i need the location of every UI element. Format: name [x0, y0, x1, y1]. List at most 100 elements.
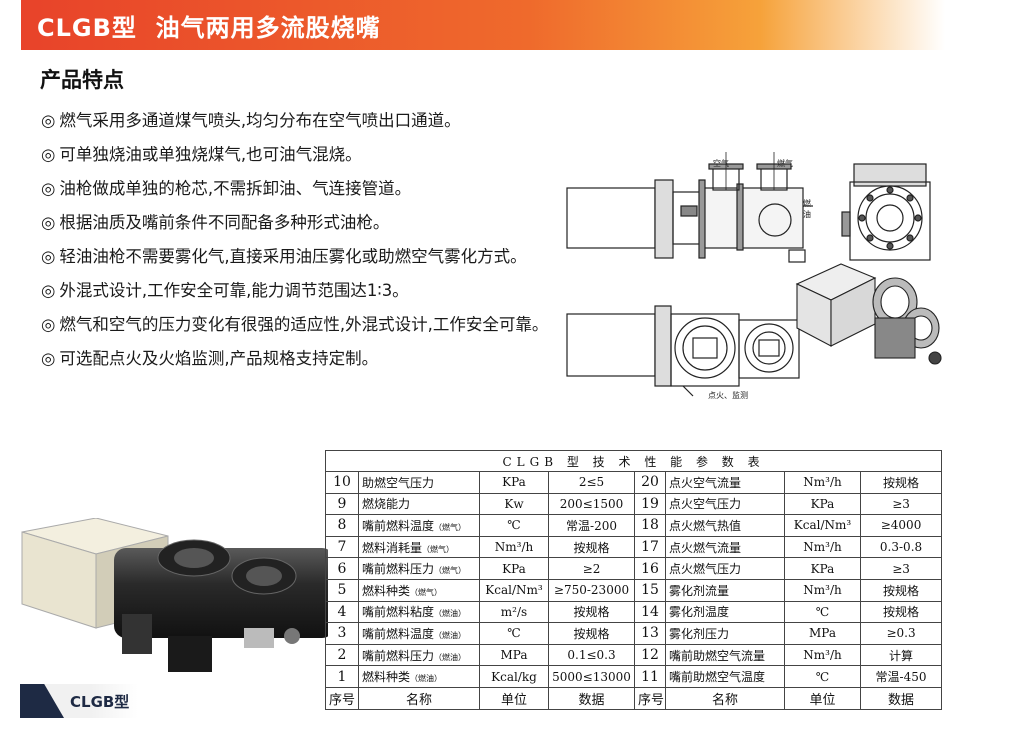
- param-name: 点火燃气热值: [665, 514, 785, 537]
- param-value: 2≤5: [548, 471, 635, 494]
- param-note: （燃油）: [434, 652, 467, 662]
- param-unit: KPa: [784, 557, 861, 580]
- header-data: 数据: [859, 686, 943, 710]
- param-value: ≥3: [859, 557, 943, 580]
- param-unit: KPa: [479, 471, 549, 494]
- param-name: 燃料消耗量（燃气）: [358, 535, 480, 559]
- feature-item: ◎燃气采用多通道煤气喷头,均匀分布在空气喷出口通道。: [41, 111, 461, 130]
- oil-label: 燃油: [803, 199, 811, 219]
- badge-corner-shape: [20, 684, 64, 718]
- param-unit: ℃: [784, 665, 861, 688]
- param-name: 嘴前燃料压力（燃气）: [358, 557, 480, 580]
- title-banner: CLGB型 油气两用多流股烧嘴: [21, 0, 945, 50]
- isometric-drawing: [795, 262, 945, 372]
- row-number: 17: [634, 535, 666, 559]
- param-name: 燃烧能力: [358, 492, 480, 516]
- row-number: 12: [634, 643, 666, 667]
- param-unit: Nm³/h: [784, 643, 861, 667]
- row-number: 1: [325, 665, 359, 688]
- param-name: 嘴前助燃空气温度: [665, 665, 785, 688]
- header-unit: 单位: [479, 686, 549, 710]
- param-unit: Nm³/h: [784, 471, 861, 494]
- param-name: 雾化剂压力: [665, 622, 785, 645]
- product-photo: [18, 517, 334, 682]
- param-unit: Kcal/kg: [479, 665, 549, 688]
- param-name: 嘴前燃料温度（燃油）: [358, 622, 480, 645]
- row-number: 7: [325, 535, 359, 559]
- bullet-icon: ◎: [41, 247, 56, 266]
- row-number: 14: [634, 600, 666, 624]
- param-name: 燃料种类（燃气）: [358, 578, 480, 602]
- param-value: 200≤1500: [548, 492, 635, 516]
- feature-item: ◎可选配点火及火焰监测,产品规格支持定制。: [41, 349, 379, 368]
- param-value: ≥3: [859, 492, 943, 516]
- row-number: 8: [325, 514, 359, 537]
- param-unit: Kcal/Nm³: [479, 578, 549, 602]
- table-caption: CLGB 型 技 术 性 能 参 数 表: [324, 450, 943, 472]
- model-badge-label: CLGB型: [70, 693, 130, 711]
- air-label: 空气: [713, 159, 729, 168]
- param-unit: Nm³/h: [479, 535, 549, 559]
- param-value: 按规格: [548, 622, 635, 645]
- param-name: 助燃空气压力: [358, 471, 480, 494]
- param-note: （燃油）: [410, 674, 443, 684]
- param-value: 常温-450: [859, 665, 943, 688]
- param-note: （燃油）: [434, 609, 467, 619]
- param-name: 点火空气压力: [665, 492, 785, 516]
- feature-item: ◎油枪做成单独的枪芯,不需拆卸油、气连接管道。: [41, 179, 412, 198]
- param-unit: MPa: [784, 622, 861, 645]
- param-note: （燃气）: [410, 587, 443, 597]
- bullet-icon: ◎: [41, 315, 56, 334]
- row-number: 5: [325, 578, 359, 602]
- param-note: （燃气）: [434, 522, 467, 532]
- gas-label: 燃气: [777, 159, 793, 168]
- param-value: 0.1≤0.3: [548, 643, 635, 667]
- table-header-row: 序号名称单位数据序号名称单位数据: [325, 686, 943, 710]
- section-title: 产品特点: [40, 68, 124, 92]
- param-unit: Nm³/h: [784, 535, 861, 559]
- header-name: 名称: [358, 686, 480, 710]
- param-name: 点火燃气流量: [665, 535, 785, 559]
- feature-item: ◎轻油油枪不需要雾化气,直接采用油压雾化或助燃空气雾化方式。: [41, 247, 527, 266]
- row-number: 3: [325, 622, 359, 645]
- param-name: 嘴前助燃空气流量: [665, 643, 785, 667]
- param-name: 嘴前燃料粘度（燃油）: [358, 600, 480, 624]
- param-value: 常温-200: [548, 514, 635, 537]
- feature-item: ◎外混式设计,工作安全可靠,能力调节范围达1∶3。: [41, 281, 409, 300]
- row-number: 13: [634, 622, 666, 645]
- param-value: ≥0.3: [859, 622, 943, 645]
- param-unit: Nm³/h: [784, 578, 861, 602]
- param-value: ≥750-23000: [548, 578, 635, 602]
- feature-item: ◎燃气和空气的压力变化有很强的适应性,外混式设计,工作安全可靠。: [41, 315, 549, 334]
- row-number: 20: [634, 471, 666, 494]
- table-caption-row: CLGB 型 技 术 性 能 参 数 表: [324, 450, 943, 472]
- param-unit: Kw: [479, 492, 549, 516]
- row-number: 19: [634, 492, 666, 516]
- model-badge: CLGB型: [20, 684, 138, 718]
- param-name: 点火燃气压力: [665, 557, 785, 580]
- ignition-label: 点火、监测: [708, 391, 748, 400]
- param-unit: KPa: [784, 492, 861, 516]
- header-no: 序号: [325, 686, 359, 710]
- param-value: 0.3-0.8: [859, 535, 943, 559]
- row-number: 4: [325, 600, 359, 624]
- row-number: 15: [634, 578, 666, 602]
- param-value: 按规格: [859, 578, 943, 602]
- param-unit: ℃: [784, 600, 861, 624]
- side-view-drawing: 空气 燃气 燃油: [563, 150, 813, 270]
- row-number: 10: [325, 471, 359, 494]
- param-unit: MPa: [479, 643, 549, 667]
- param-unit: m²/s: [479, 600, 549, 624]
- feature-item: ◎可单独烧油或单独烧煤气,也可油气混烧。: [41, 145, 362, 164]
- burner-ignition-view-icon: [566, 305, 800, 397]
- bullet-icon: ◎: [41, 349, 56, 368]
- bullet-icon: ◎: [41, 145, 56, 164]
- feature-list: ◎燃气采用多通道煤气喷头,均匀分布在空气喷出口通道。 ◎可单独烧油或单独烧煤气,…: [21, 104, 551, 376]
- param-name: 点火空气流量: [665, 471, 785, 494]
